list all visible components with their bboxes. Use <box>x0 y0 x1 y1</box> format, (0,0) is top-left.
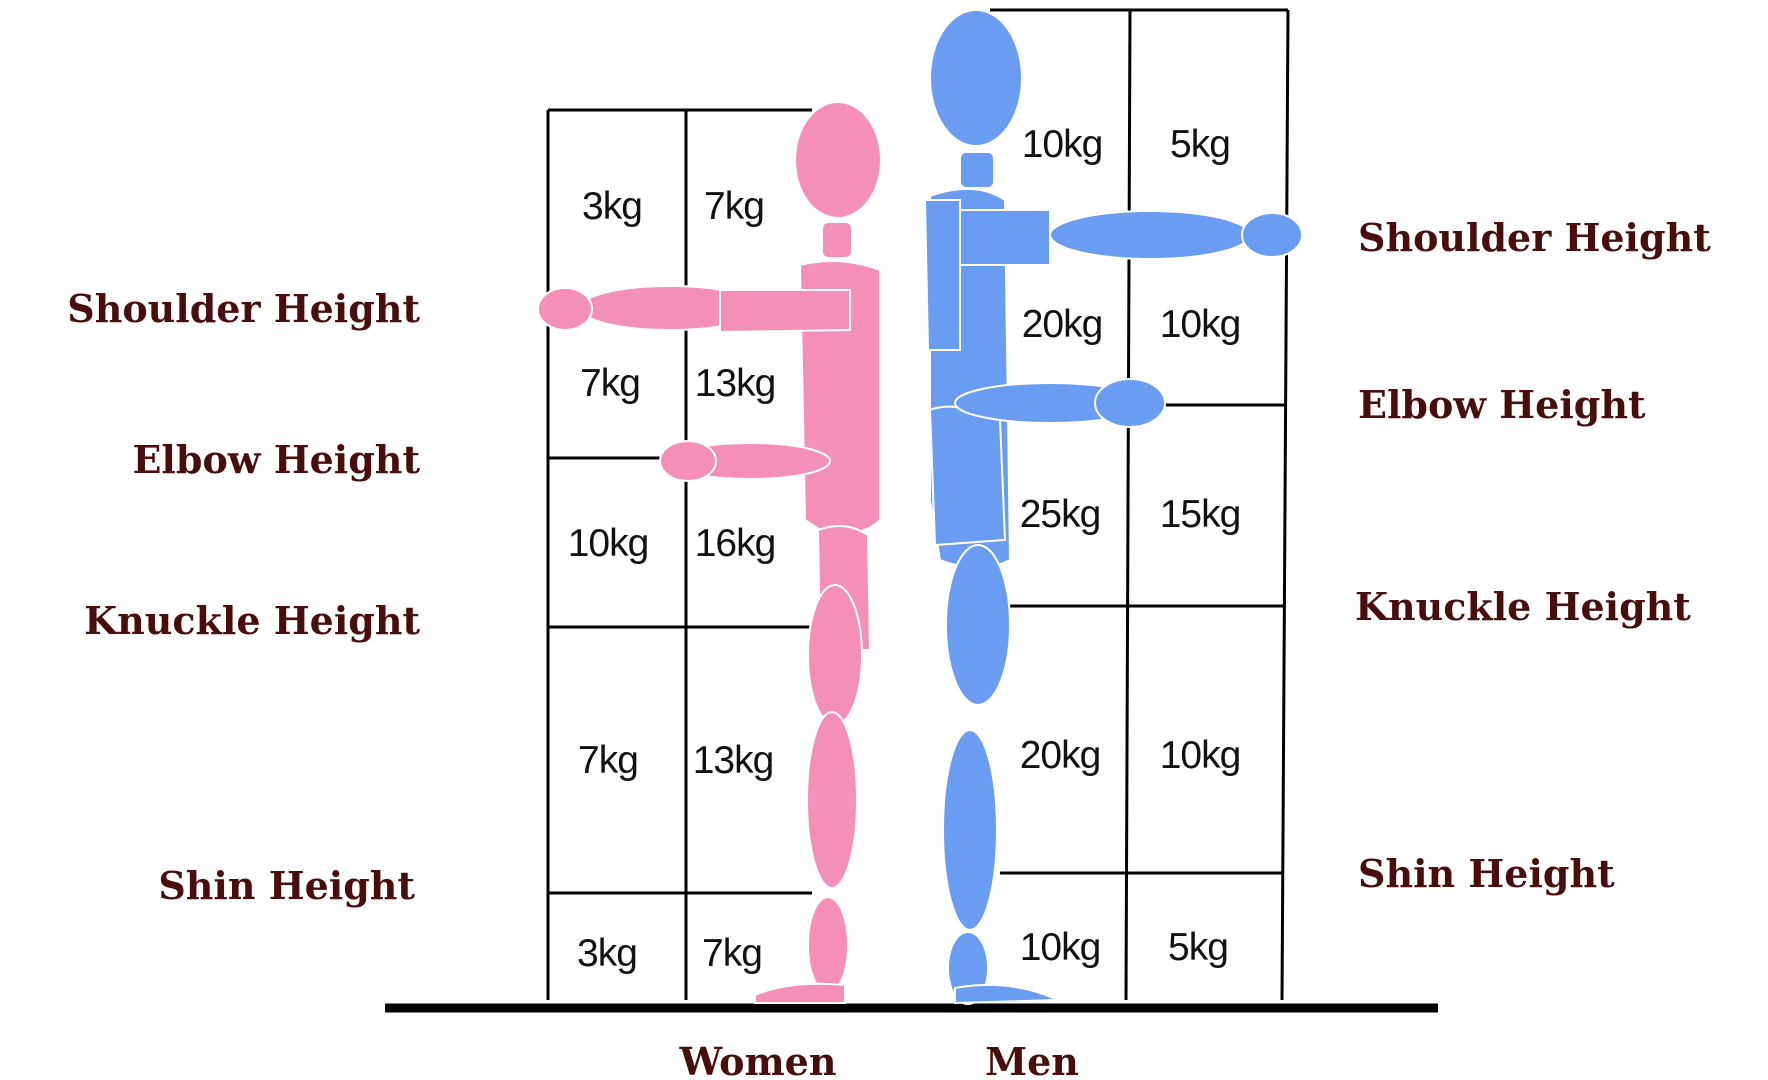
women-weight-1-near: 13kg <box>695 362 776 405</box>
women-knuckle-height-label: Knuckle Height <box>84 598 420 643</box>
men-height-labels: Shoulder Height Elbow Height Knuckle Hei… <box>1355 215 1711 896</box>
women-weight-0-far: 3kg <box>582 185 642 228</box>
women-weight-4-near: 7kg <box>702 932 762 975</box>
men-weight-2-far: 15kg <box>1160 493 1241 536</box>
men-weight-3-near: 20kg <box>1020 734 1101 777</box>
men-shin-height-label: Shin Height <box>1358 851 1615 896</box>
women-shin-height-label: Shin Height <box>158 863 415 908</box>
men-shoulder-height-label: Shoulder Height <box>1358 215 1711 260</box>
men-weight-2-near: 25kg <box>1020 493 1101 536</box>
women-weight-2-near: 16kg <box>695 522 776 565</box>
women-weight-0-near: 7kg <box>704 185 764 228</box>
women-group-label: Women <box>679 1039 837 1080</box>
men-knuckle-height-label: Knuckle Height <box>1355 584 1691 629</box>
men-weight-1-near: 20kg <box>1022 303 1103 346</box>
men-elbow-height-label: Elbow Height <box>1358 382 1646 427</box>
men-weight-3-far: 10kg <box>1160 734 1241 777</box>
women-shoulder-height-label: Shoulder Height <box>67 286 420 331</box>
men-weight-0-far: 5kg <box>1170 123 1230 166</box>
men-figure <box>925 10 1302 1004</box>
men-weight-4-far: 5kg <box>1168 926 1228 969</box>
women-height-labels: Shoulder Height Elbow Height Knuckle Hei… <box>67 286 420 908</box>
men-weight-1-far: 10kg <box>1160 303 1241 346</box>
women-weight-2-far: 10kg <box>568 522 649 565</box>
women-weight-1-far: 7kg <box>580 362 640 405</box>
men-group-label: Men <box>985 1039 1079 1080</box>
women-elbow-height-label: Elbow Height <box>132 437 420 482</box>
women-weight-4-far: 3kg <box>577 932 637 975</box>
men-weight-0-near: 10kg <box>1022 123 1103 166</box>
women-weight-3-far: 7kg <box>578 739 638 782</box>
women-weight-3-near: 13kg <box>693 739 774 782</box>
men-weight-4-near: 10kg <box>1020 926 1101 969</box>
